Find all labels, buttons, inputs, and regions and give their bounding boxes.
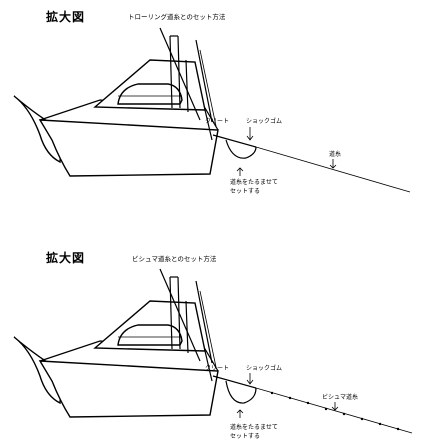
cleat-label: クリート — [205, 365, 229, 372]
bead-marker — [378, 422, 382, 426]
line-label: 道糸 — [329, 150, 341, 158]
panel-caption: トローリング道糸とのセット方法 — [128, 12, 226, 21]
shock-rubber-label: ショックゴム — [246, 117, 282, 125]
down-arrow-icon — [329, 159, 337, 169]
slack-note-line2: セットする — [230, 188, 260, 195]
slack-note-line2: セットする — [230, 433, 260, 440]
line-label: ビシュマ道糸 — [322, 393, 358, 401]
down-arrow-icon — [246, 127, 254, 141]
shock-rubber-label: ショックゴム — [246, 364, 282, 372]
bead-marker — [270, 391, 274, 395]
up-arrow-icon — [236, 167, 244, 176]
bead-marker — [360, 417, 364, 421]
slack-note-line1: 道糸をたるませて — [230, 178, 278, 186]
main-line — [212, 375, 413, 434]
down-arrow-icon — [331, 402, 339, 411]
panel-bishuma: 拡大図 ビシュマ道糸とのセット方法 — [13, 250, 413, 440]
panel-caption: ビシュマ道糸とのセット方法 — [132, 254, 217, 263]
panel-heading: 拡大図 — [46, 250, 85, 265]
bead-marker — [342, 412, 346, 416]
up-arrow-icon — [236, 409, 244, 418]
panel-heading: 拡大図 — [46, 9, 85, 24]
panel-trolling: 拡大図 トローリング道糸とのセット方法 — [13, 9, 411, 195]
slack-note-line1: 道糸をたるませて — [230, 423, 278, 431]
boat-illustration — [13, 27, 219, 177]
bead-marker — [288, 396, 292, 400]
bead-marker — [396, 427, 400, 431]
cleat-label: クリート — [205, 118, 229, 125]
down-arrow-icon — [246, 373, 254, 385]
bead-marker — [324, 407, 328, 411]
main-line — [212, 134, 411, 193]
boat-illustration — [13, 268, 219, 418]
bead-marker — [306, 401, 310, 405]
